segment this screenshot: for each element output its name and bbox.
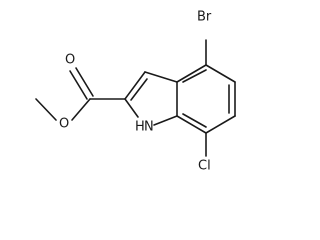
bond-c7-c7a [176,115,207,134]
bond-c-o-double-b [75,67,94,97]
bromine-label: Br [197,10,212,25]
molecule-drawing: Br Cl O O H N [35,10,236,174]
chlorine-label: Cl [198,159,211,174]
bond-c-o-double-a [69,70,88,100]
bond-c4-c5 [205,64,236,83]
bond-c7-c7a-inner [182,113,207,128]
bond-c3a-c4 [176,64,207,83]
bond-c6-c7 [205,115,236,134]
bond-c3a-c3 [144,71,178,83]
bond-c3a-c4-inner [182,69,207,83]
bond-n1-c7a [153,115,178,126]
nh-hydrogen-label: H [135,120,145,135]
bond-c3-c2-inner [130,78,148,101]
bond-c3-c2 [124,71,146,100]
bond-o-methyl [35,98,57,121]
carbonyl-oxygen-label: O [65,53,75,68]
bond-c2-n1 [124,98,139,118]
bond-c-o-single [71,98,91,121]
ester-oxygen-label: O [59,117,69,132]
structure-diagram: Br Cl O O H N [35,10,236,174]
nitrogen-label: N [144,120,154,135]
